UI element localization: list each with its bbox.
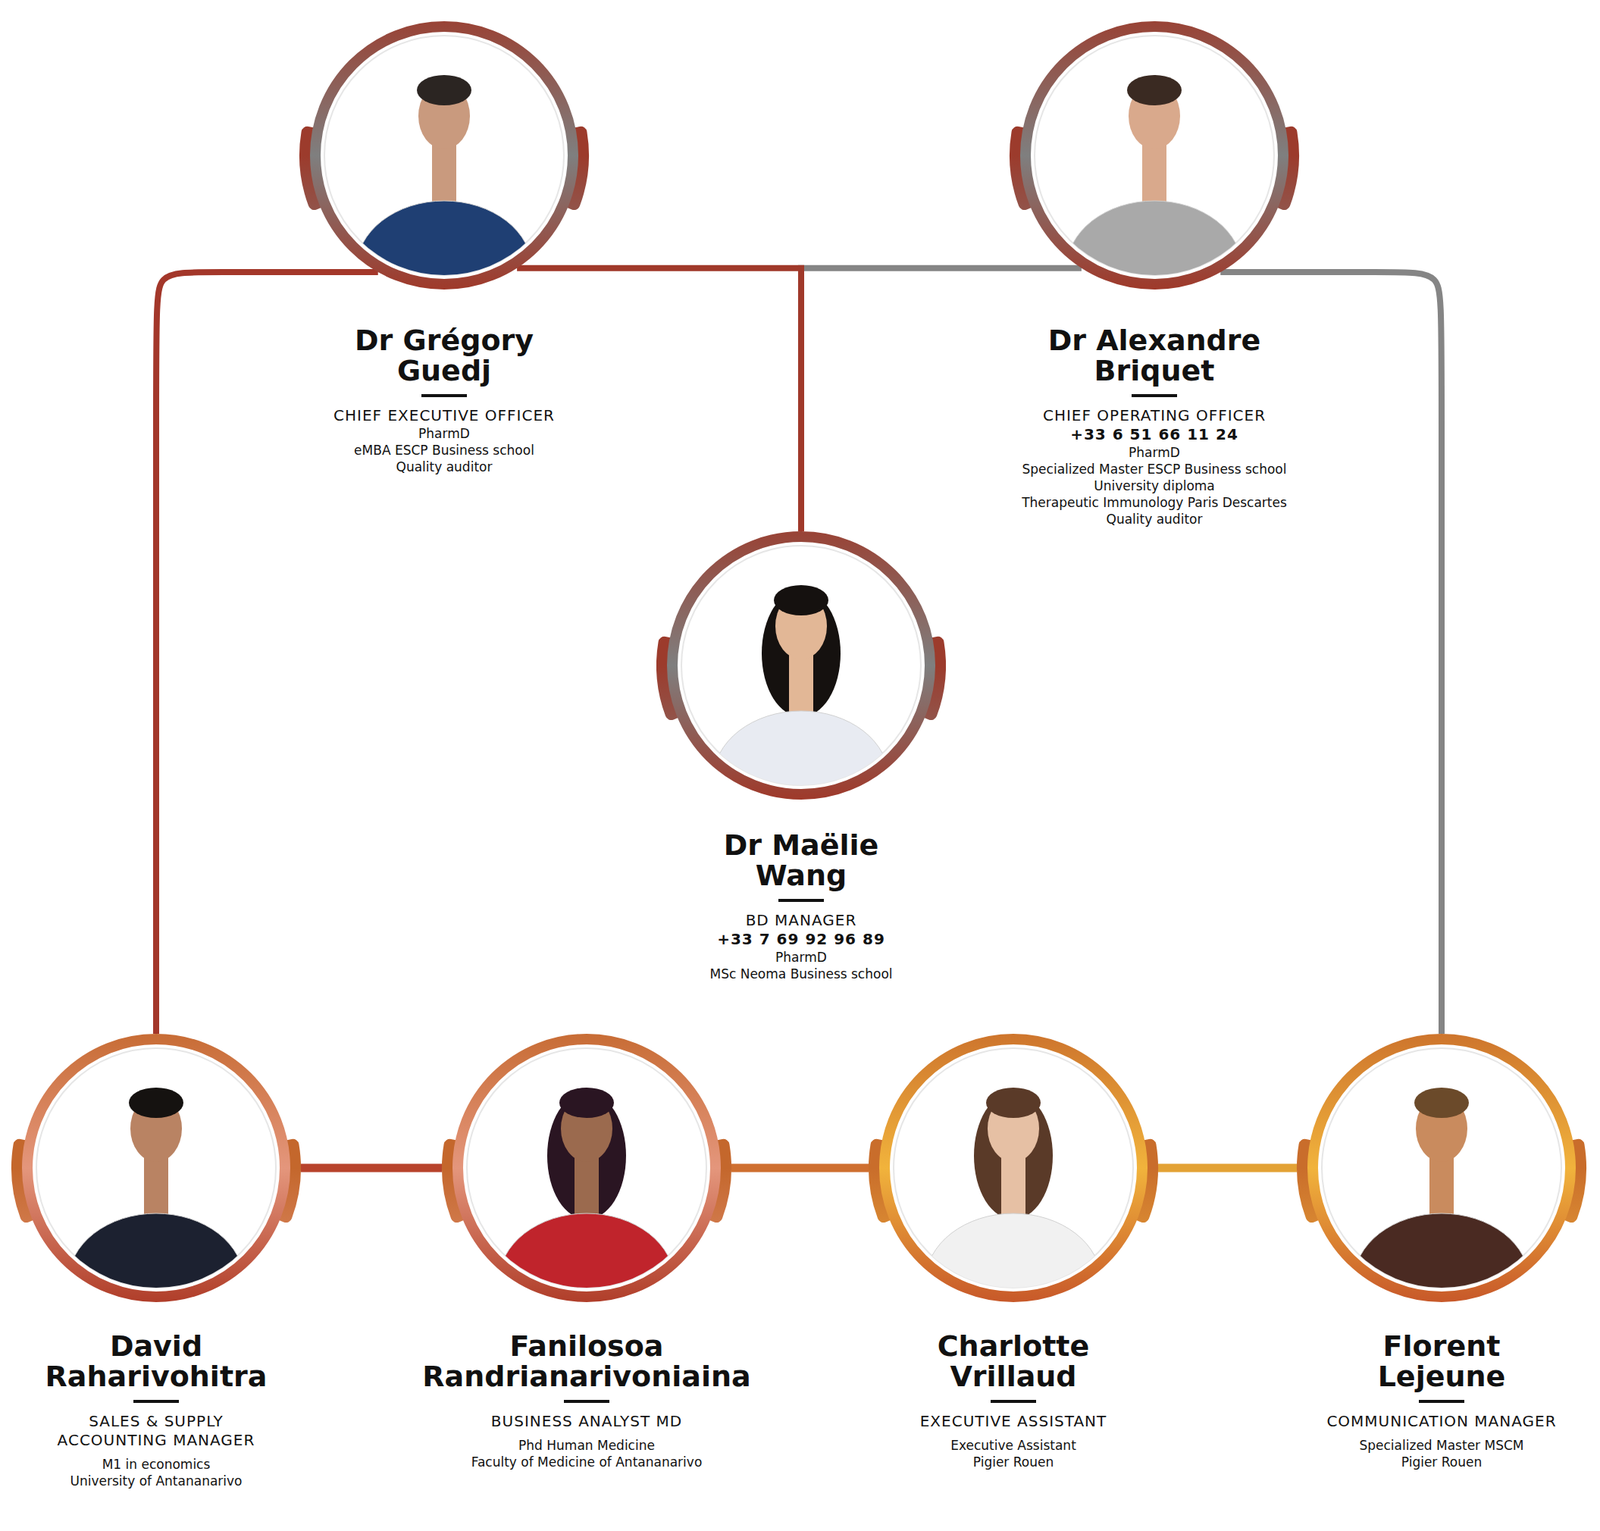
portrait-body (925, 1213, 1102, 1320)
person-card: Dr Maëlie Wang BD MANAGER+33 7 69 92 96 8… (626, 513, 976, 983)
photo-ring (861, 1016, 1165, 1320)
person-name: Florent Lejeune (1335, 1331, 1548, 1393)
portrait-body (68, 1213, 245, 1320)
credential: PharmD (976, 444, 1333, 461)
job-title: SALES & SUPPLY ACCOUNTING MANAGER (34, 1412, 278, 1450)
photo-ring (1290, 1016, 1594, 1320)
photo-ring (1002, 3, 1306, 307)
photo-frame (4, 1016, 308, 1320)
credential: University diploma (976, 477, 1333, 495)
photo-ring (435, 1016, 739, 1320)
photo-frame (649, 513, 953, 818)
portrait (356, 75, 533, 307)
photo-frame (435, 1016, 739, 1320)
connector-line (801, 268, 1082, 532)
photo-frame (1002, 3, 1306, 307)
photo-ring (4, 1016, 308, 1320)
connector-line (156, 272, 379, 1034)
credential: eMBA ESCP Business school (266, 441, 623, 459)
job-title: CHIEF OPERATING OFFICER (976, 406, 1333, 426)
portrait-body (713, 710, 890, 818)
credential: PharmD (266, 425, 623, 442)
job-title: BD MANAGER (634, 911, 968, 930)
photo-frame (1290, 1016, 1594, 1320)
portrait (925, 1087, 1102, 1320)
credential: MSc Neoma Business school (630, 965, 972, 983)
person-card: Dr Alexandre BriquetCHIEF OPERATING OFFI… (972, 3, 1337, 528)
credential: PharmD (630, 948, 972, 966)
person-card: Florent LejeuneCOMMUNICATION MANAGER Spec… (1290, 1016, 1594, 1471)
person-name: Dr Maëlie Wang (702, 830, 900, 892)
credential: Quality auditor (266, 458, 623, 476)
portrait-hair-top (986, 1087, 1041, 1118)
portrait-hair-top (559, 1087, 614, 1118)
portrait-hair-top (128, 1087, 184, 1118)
name-underline (563, 1399, 610, 1403)
portrait-hair-top (773, 585, 829, 616)
name-underline (778, 898, 824, 902)
name-underline (990, 1399, 1037, 1403)
credential: Quality auditor (976, 510, 1333, 528)
credential: Specialized Master ESCP Business school (976, 460, 1333, 478)
person-name: Dr Alexandre Briquet (1029, 325, 1280, 387)
credential: M1 in economics (8, 1455, 304, 1473)
portrait-hair-top (416, 75, 472, 106)
job-title: CHIEF EXECUTIVE OFFICER (266, 406, 623, 426)
phone-number: +33 7 69 92 96 89 (634, 929, 968, 949)
portrait-body (498, 1213, 675, 1320)
photo-frame (292, 3, 596, 307)
name-underline (133, 1399, 179, 1403)
name-underline (1418, 1399, 1465, 1403)
person-card: David RaharivohitraSALES & SUPPLY ACCOUN… (4, 1016, 308, 1490)
portrait (1353, 1087, 1530, 1320)
credential: Faculty of Medicine of Antananarivo (385, 1453, 788, 1471)
person-name: David Raharivohitra (19, 1331, 293, 1393)
portrait (68, 1087, 245, 1320)
credential: Therapeutic Immunology Paris Descartes (976, 494, 1333, 511)
person-card: Fanilosoa RandrianarivoniainaBUSINESS AN… (381, 1016, 792, 1471)
job-title: BUSINESS ANALYST MD (397, 1412, 777, 1431)
credential: Pigier Rouen (865, 1453, 1162, 1471)
credential: Pigier Rouen (1293, 1453, 1590, 1471)
person-name: Charlotte Vrillaud (899, 1331, 1128, 1393)
photo-ring (649, 513, 953, 818)
portrait-hair-top (1127, 75, 1182, 106)
credential: Executive Assistant (865, 1437, 1162, 1454)
job-title: EXECUTIVE ASSISTANT (869, 1412, 1158, 1431)
connector-line (731, 1164, 869, 1173)
portrait-body (1353, 1213, 1530, 1320)
credential: University of Antananarivo (8, 1472, 304, 1490)
person-name: Fanilosoa Randrianarivoniaina (389, 1331, 784, 1393)
credential: Specialized Master MSCM (1293, 1437, 1590, 1454)
name-underline (421, 394, 467, 398)
phone-number: +33 6 51 66 11 24 (976, 425, 1333, 445)
portrait-body (356, 200, 533, 307)
photo-ring (292, 3, 596, 307)
connector-line (1158, 1164, 1297, 1173)
person-name: Dr Grégory Guedj (319, 325, 570, 387)
portrait-body (1066, 200, 1243, 307)
name-underline (1131, 394, 1178, 398)
portrait (498, 1087, 675, 1320)
credential: Phd Human Medicine (385, 1437, 788, 1454)
person-card: Dr Grégory GuedjCHIEF EXECUTIVE OFFICERP… (262, 3, 627, 476)
connector-line (300, 1164, 442, 1173)
portrait (713, 585, 890, 818)
connector-line (1220, 272, 1442, 1034)
portrait (1066, 75, 1243, 307)
person-card: Charlotte VrillaudEXECUTIVE ASSISTANT Exe… (861, 1016, 1165, 1471)
connector-line (516, 268, 802, 532)
job-title: COMMUNICATION MANAGER (1293, 1412, 1590, 1431)
photo-frame (861, 1016, 1165, 1320)
portrait-hair-top (1414, 1087, 1469, 1118)
